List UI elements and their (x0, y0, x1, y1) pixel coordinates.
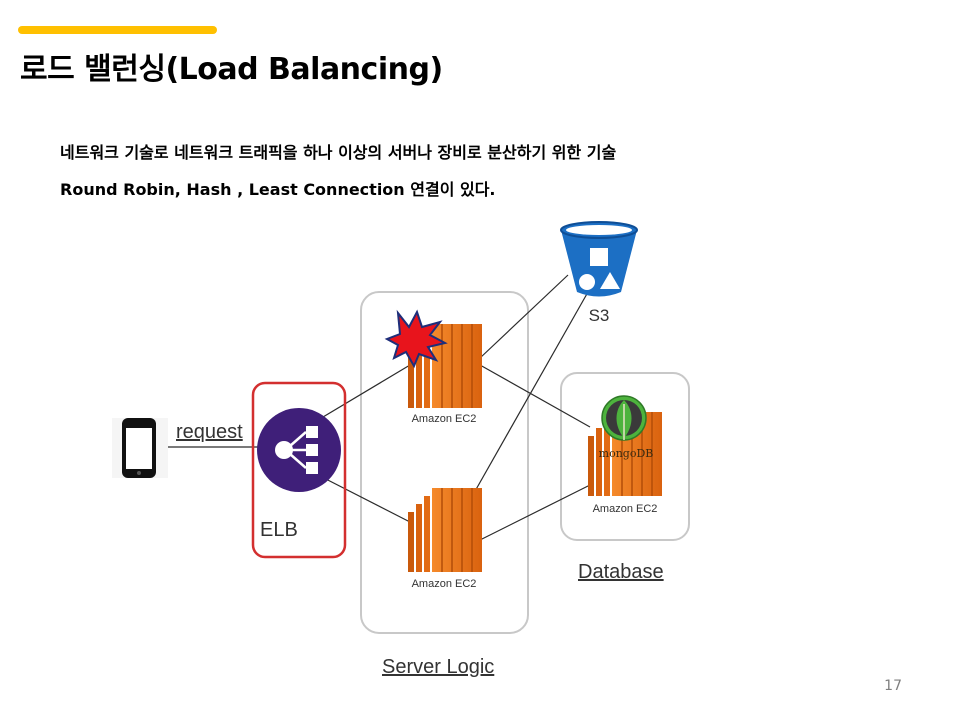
elb-label: ELB (260, 519, 298, 541)
server-logic-group-box (360, 291, 529, 634)
slide-title: 로드 밸런싱(Load Balancing) (20, 52, 443, 87)
ec2-bottom-icon (408, 488, 482, 572)
line-ec2-bottom-to-db (479, 484, 591, 541)
title-accent-bar (18, 26, 217, 34)
ec2-bottom-label: Amazon EC2 (412, 578, 477, 590)
ec2-top-label: Amazon EC2 (412, 413, 477, 425)
mongodb-leaf-icon (601, 395, 647, 441)
page-number: 17 (884, 678, 902, 694)
description-line-1: 네트워크 기술로 네트워크 트래픽을 하나 이상의 서버나 장비로 분산하기 위… (60, 143, 617, 162)
line-elb-to-ec2-bottom (317, 474, 411, 523)
request-label: request (176, 421, 243, 443)
ec2-top-icon (408, 324, 482, 408)
failure-burst-icon (384, 309, 448, 369)
elb-icon (257, 408, 341, 492)
line-ec2-top-to-db (479, 364, 591, 428)
db-ec2-label: Amazon EC2 (593, 503, 658, 515)
s3-label: S3 (589, 306, 610, 325)
server-logic-group-label: Server Logic (382, 656, 494, 678)
mongodb-label: mongoDB (599, 447, 654, 460)
s3-bucket-icon (560, 221, 638, 297)
description-line-2: Round Robin, Hash , Least Connection 연결이… (60, 180, 496, 199)
elb-highlight-box (251, 381, 347, 559)
line-ec2-top-to-s3 (479, 274, 569, 359)
connection-lines (168, 274, 591, 541)
line-elb-to-ec2-top (317, 364, 411, 421)
line-ec2-bottom-to-s3 (469, 291, 589, 501)
database-group-label: Database (578, 561, 664, 583)
smartphone-icon (112, 418, 168, 478)
